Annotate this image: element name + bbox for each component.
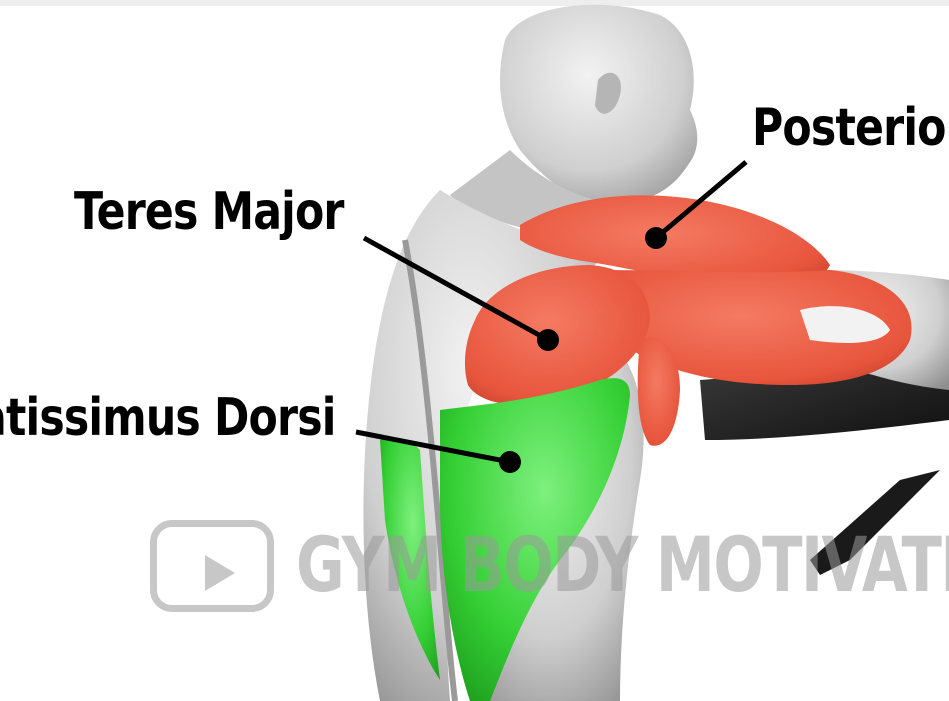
teres-lower (637, 337, 680, 446)
pointer-line-posterior (654, 160, 748, 240)
play-triangle (205, 555, 235, 591)
pointer-dot-posterior (645, 227, 667, 249)
label-posterior-deltoid: Posterio (752, 98, 946, 158)
machine-arm (810, 470, 940, 575)
posterior-deltoid-muscle (520, 195, 830, 292)
top-border (0, 0, 949, 6)
triceps-muscle (600, 270, 912, 385)
spine-shade (402, 239, 458, 701)
play-icon (150, 520, 274, 612)
pointer-line-teres (362, 235, 550, 343)
label-teres-major: Teres Major (74, 182, 344, 242)
pointer-dot-lat (499, 451, 521, 473)
watermark-text: GYM BODY MOTIVATIO (296, 520, 949, 609)
pointer-dot-teres (537, 329, 559, 351)
triceps-tendon (800, 306, 890, 343)
label-latissimus-dorsi: atissimus Dorsi (0, 388, 336, 448)
pointer-line-lat (355, 429, 511, 465)
latissimus-dorsi-left (380, 438, 440, 680)
ear (595, 72, 621, 114)
